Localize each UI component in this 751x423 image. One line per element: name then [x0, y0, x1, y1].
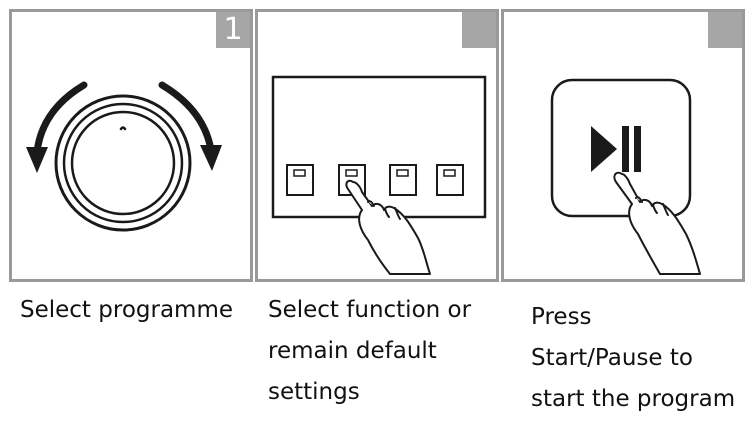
function-button: [286, 164, 314, 196]
caption-line: remain default: [268, 338, 437, 364]
caption-line: Start/Pause to: [531, 345, 693, 371]
rotate-right-arrow-icon: [158, 81, 222, 171]
rotate-left-arrow-icon: [26, 81, 88, 173]
function-button: [389, 164, 417, 196]
caption-line: start the program: [531, 386, 736, 412]
pointing-hand-icon: [345, 179, 431, 275]
rotary-dial-icon: [26, 81, 222, 232]
step-3-caption: Press Start/Pause to start the program: [531, 297, 735, 420]
step-2-caption: Select function or remain default settin…: [268, 290, 471, 413]
caption-line: Select programme: [20, 297, 233, 323]
step-number-badge: [708, 12, 742, 48]
step-1-panel: 1: [9, 9, 253, 282]
step-number-badge: 1: [216, 12, 250, 48]
function-buttons-icon: [271, 75, 487, 275]
caption-line: Select function or: [268, 297, 472, 323]
pointing-hand-icon: [613, 171, 701, 275]
step-3-panel: [501, 9, 745, 282]
start-pause-button-icon: [550, 78, 701, 275]
step-2-panel: [255, 9, 499, 282]
step-1-caption: Select programme: [20, 290, 233, 331]
play-pause-icon: [591, 126, 641, 172]
function-button: [436, 164, 464, 196]
step-number-badge: [462, 12, 496, 48]
caption-line: settings: [268, 379, 360, 405]
caption-line: Press: [531, 304, 592, 330]
